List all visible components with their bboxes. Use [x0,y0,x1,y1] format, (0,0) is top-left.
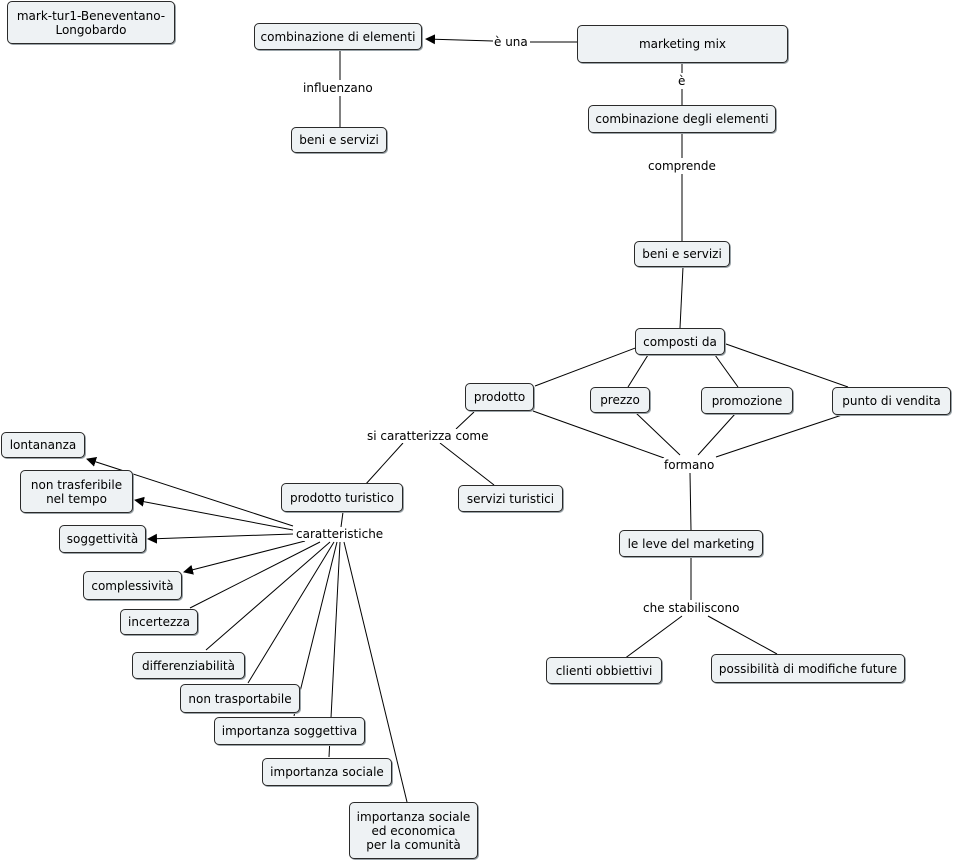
node-clienti-obbiettivi[interactable]: clienti obbiettivi [546,657,662,684]
node-prezzo[interactable]: prezzo [590,387,650,413]
node-non-trasferibile-nel-tempo[interactable]: non trasferibile nel tempo [20,470,133,513]
arrow-line [183,540,306,575]
link-line [247,541,335,684]
node-importanza-sociale-ed-economica[interactable]: importanza sociale ed economica per la c… [349,802,478,859]
link-line [205,541,331,651]
link-line [715,414,843,458]
node-beni-e-servizi-left[interactable]: beni e servizi [291,127,387,153]
link-line [343,541,408,803]
node-prodotto[interactable]: prodotto [465,383,534,411]
node-incertezza[interactable]: incertezza [120,609,198,635]
node-servizi-turistici[interactable]: servizi turistici [458,485,563,512]
link-line [707,615,778,655]
node-composti-da[interactable]: composti da [635,328,725,355]
arrow-line [134,496,294,531]
link-line [679,266,684,329]
link-label-influenzano: influenzano [302,81,374,95]
link-line [714,354,739,388]
node-possibilita-di-modifiche-future[interactable]: possibilità di modifiche future [711,654,905,683]
link-label-e-una: è una [493,35,529,49]
link-line [439,442,495,486]
link-label-e: è [677,74,687,88]
link-line [340,511,344,528]
node-le-leve-del-marketing[interactable]: le leve del marketing [619,530,763,557]
link-line [534,346,639,387]
node-punto-di-vendita[interactable]: punto di vendita [832,387,951,415]
link-line [293,541,338,717]
link-line [697,413,736,456]
link-line [364,442,404,486]
node-combinazione-degli-elementi[interactable]: combinazione degli elementi [588,105,776,133]
link-line [627,354,649,388]
node-prodotto-turistico[interactable]: prodotto turistico [281,483,403,512]
node-differenziabilita[interactable]: differenziabilità [132,652,245,679]
map-title-node: mark-tur1-Beneventano- Longobardo [7,1,175,44]
arrow-line [147,533,294,544]
link-line [623,615,683,660]
node-complessivita[interactable]: complessività [83,571,182,600]
node-promozione[interactable]: promozione [701,387,793,414]
link-line [689,472,692,531]
link-label-comprende: comprende [647,159,717,173]
node-lontananza[interactable]: lontananza [1,432,85,458]
node-importanza-soggettiva[interactable]: importanza soggettiva [214,717,365,745]
link-label-formano: formano [663,458,716,472]
arrow-line [425,34,494,45]
node-importanza-sociale[interactable]: importanza sociale [262,758,392,786]
link-line [189,541,321,609]
link-line [725,343,849,388]
link-line [532,410,665,459]
link-label-caratteristiche: caratteristiche [295,527,385,541]
node-beni-e-servizi[interactable]: beni e servizi [634,241,730,267]
link-label-si-caratterizza-come: si caratterizza come [366,429,490,443]
node-combinazione-di-elementi[interactable]: combinazione di elementi [254,23,422,50]
node-non-trasportabile[interactable]: non trasportabile [180,684,300,713]
node-soggettivita[interactable]: soggettività [59,525,146,553]
link-line [635,412,681,456]
node-marketing-mix[interactable]: marketing mix [577,25,788,63]
link-line [455,411,475,430]
link-label-che-stabiliscono: che stabiliscono [642,601,741,615]
